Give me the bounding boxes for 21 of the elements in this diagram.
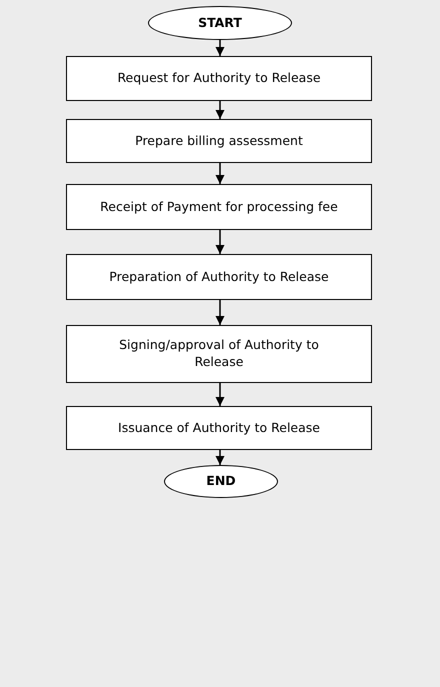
node-label: Prepare billing assessment	[135, 132, 303, 150]
node-label: START	[198, 14, 242, 32]
process-box	[66, 325, 372, 383]
process-box	[66, 254, 372, 300]
arrow	[216, 230, 224, 254]
process-box	[66, 406, 372, 450]
node-label: Signing/approval of Authority to Release	[118, 337, 320, 371]
arrow	[216, 300, 224, 325]
process-box	[66, 56, 372, 101]
process-box	[66, 184, 372, 230]
node-label: Receipt of Payment for processing fee	[100, 198, 338, 216]
node-label: Preparation of Authority to Release	[109, 268, 329, 286]
node-label: Request for Authority to Release	[117, 70, 321, 87]
arrow	[216, 383, 224, 406]
arrow	[216, 450, 224, 465]
node-label: END	[206, 473, 236, 490]
node-label: Issuance of Authority to Release	[118, 420, 320, 436]
process-box	[66, 119, 372, 163]
arrow	[216, 163, 224, 184]
arrow	[216, 40, 224, 56]
arrow	[216, 101, 224, 119]
